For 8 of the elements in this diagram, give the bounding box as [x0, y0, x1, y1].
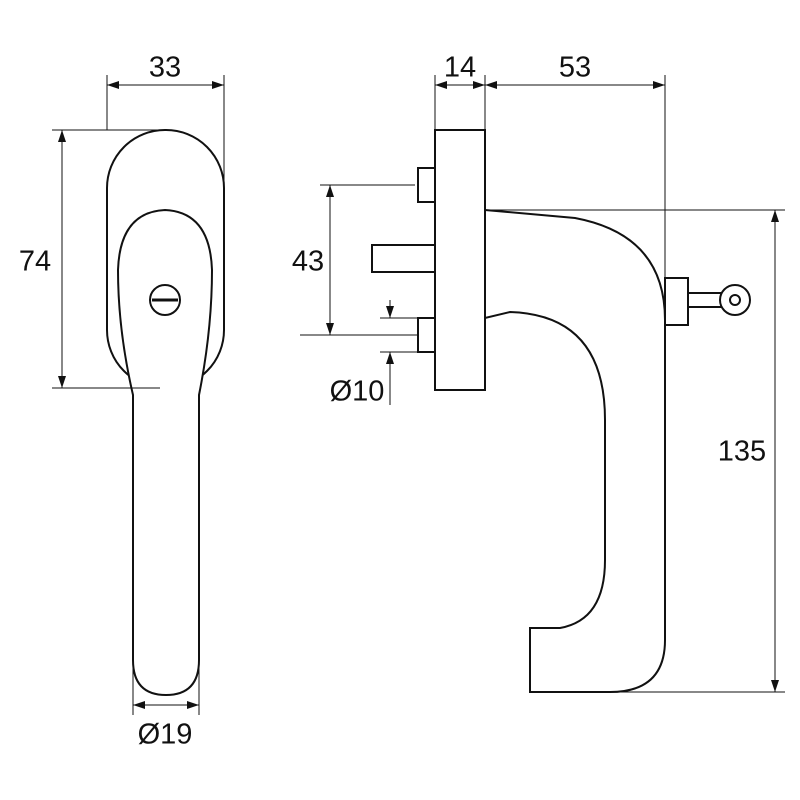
dimension-label: Ø10 [330, 378, 384, 406]
dimension-label: 135 [718, 438, 766, 466]
dimension-label: 14 [444, 54, 476, 82]
dimension-label: 53 [558, 54, 592, 82]
dimension-label: 43 [292, 248, 324, 276]
dimension-label: 74 [18, 248, 52, 276]
dimension-label: Ø19 [138, 720, 192, 750]
dimension-label: 33 [148, 54, 182, 82]
